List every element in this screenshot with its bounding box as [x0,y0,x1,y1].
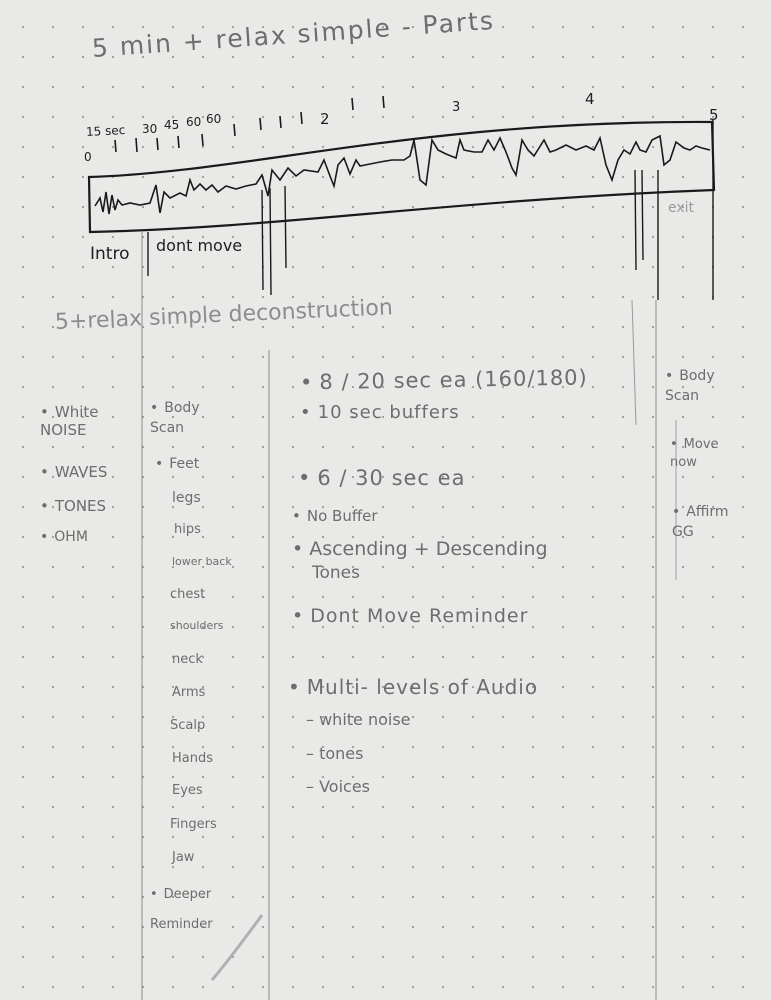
note-buffers: 10 sec buffers [300,402,460,423]
deeper-reminder: Deeper Reminder [150,880,240,940]
body-part: Hands [172,751,214,766]
body-part: legs [172,490,201,506]
body-part: Jaw [172,850,195,865]
tick-label: 60 [206,112,222,126]
note-interval-30s: 6 / 30 sec ea [298,466,465,490]
audio-option: TONES [40,497,106,515]
tick-label: 0 [84,150,92,164]
eraser-smudge [210,914,264,981]
audio-option: White NOISE [40,403,122,439]
tick-label: 4 [585,90,595,108]
tick-label: 60 [186,115,202,129]
audio-level-label: tones [319,744,364,763]
right-item-affirm: Affirm GG [672,502,742,542]
segment-label-exit: exit [668,200,695,216]
segment-markers [147,120,714,300]
body-part: Fingers [170,817,217,832]
audio-option: OHM [40,529,88,545]
tick-label: 30 [142,122,158,136]
body-part: chest [170,587,206,602]
body-part: neck [172,652,203,667]
body-part: Feet [155,456,199,472]
body-part: Eyes [172,783,203,798]
body-part: Scalp [170,718,206,733]
timeline-box [87,120,716,234]
audio-level-label: white noise [319,710,411,729]
tick-label: 2 [320,110,330,128]
right-item-body-scan: Body Scan [665,366,735,406]
note-interval-20s: 8 / 20 sec ea (160/180) [300,365,588,394]
body-part: hips [174,522,201,537]
audio-level-item: – white noise [306,710,411,729]
tick-label: 15 sec [85,122,126,140]
note-multi-levels: Multi- levels of Audio [288,675,538,699]
body-part: Arms [172,685,206,700]
note-ascending-descending: Ascending + Descending [292,538,547,560]
body-part: shoulders [170,619,224,632]
segment-label-intro: Intro [90,244,130,264]
column-divider-right [631,299,637,426]
waveform [94,134,711,215]
note-tones: Tones [312,563,360,583]
segment-label-dont-move: dont move [156,236,243,255]
timeline-ticks [114,95,385,153]
tick-label: 3 [452,100,461,115]
body-scan-heading: Body Scan [150,398,210,438]
note-no-buffer: No Buffer [292,507,378,525]
body-part: lower back [172,555,232,568]
audio-level-item: – tones [306,744,364,763]
tick-label: 5 [709,106,719,124]
audio-option: WAVES [40,463,108,481]
right-item-move-now: Move now [670,436,740,472]
tick-label: 45 [164,118,180,132]
audio-level-item: – Voices [306,777,371,796]
note-dont-move-reminder: Dont Move Reminder [292,605,528,627]
audio-level-label: Voices [319,777,371,796]
